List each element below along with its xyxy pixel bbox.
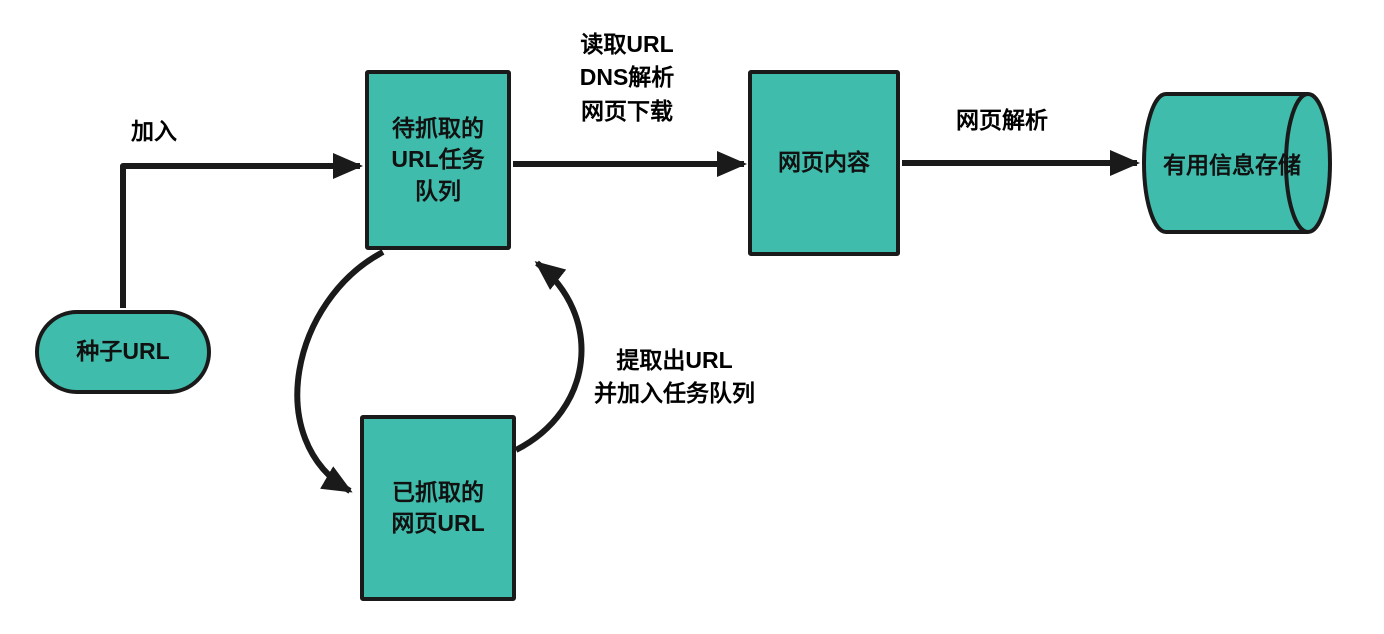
seed-url-node: 种子URL xyxy=(35,310,211,394)
crawled-urls-label: 已抓取的 网页URL xyxy=(391,478,485,536)
edge-label-parse: 网页解析 xyxy=(956,107,1048,133)
storage-cylinder-node: 有用信息存储 xyxy=(1142,90,1334,236)
page-content-node: 网页内容 xyxy=(748,70,900,256)
edge-label-fetch: 读取URL DNS解析 网页下载 xyxy=(579,31,675,124)
task-queue-label: 待抓取的 URL任务 队列 xyxy=(391,115,485,204)
seed-url-label: 种子URL xyxy=(76,338,170,365)
arrow-join xyxy=(120,153,363,308)
cylinder-shape xyxy=(1142,92,1332,234)
edge-label-extract: 提取出URL 并加入任务队列 xyxy=(594,347,755,407)
edge-label-join: 加入 xyxy=(131,118,177,144)
storage-label: 有用信息存储 xyxy=(1163,152,1301,178)
task-queue-node: 待抓取的 URL任务 队列 xyxy=(365,70,511,250)
page-content-label: 网页内容 xyxy=(778,149,870,176)
crawled-urls-node: 已抓取的 网页URL xyxy=(360,415,516,601)
